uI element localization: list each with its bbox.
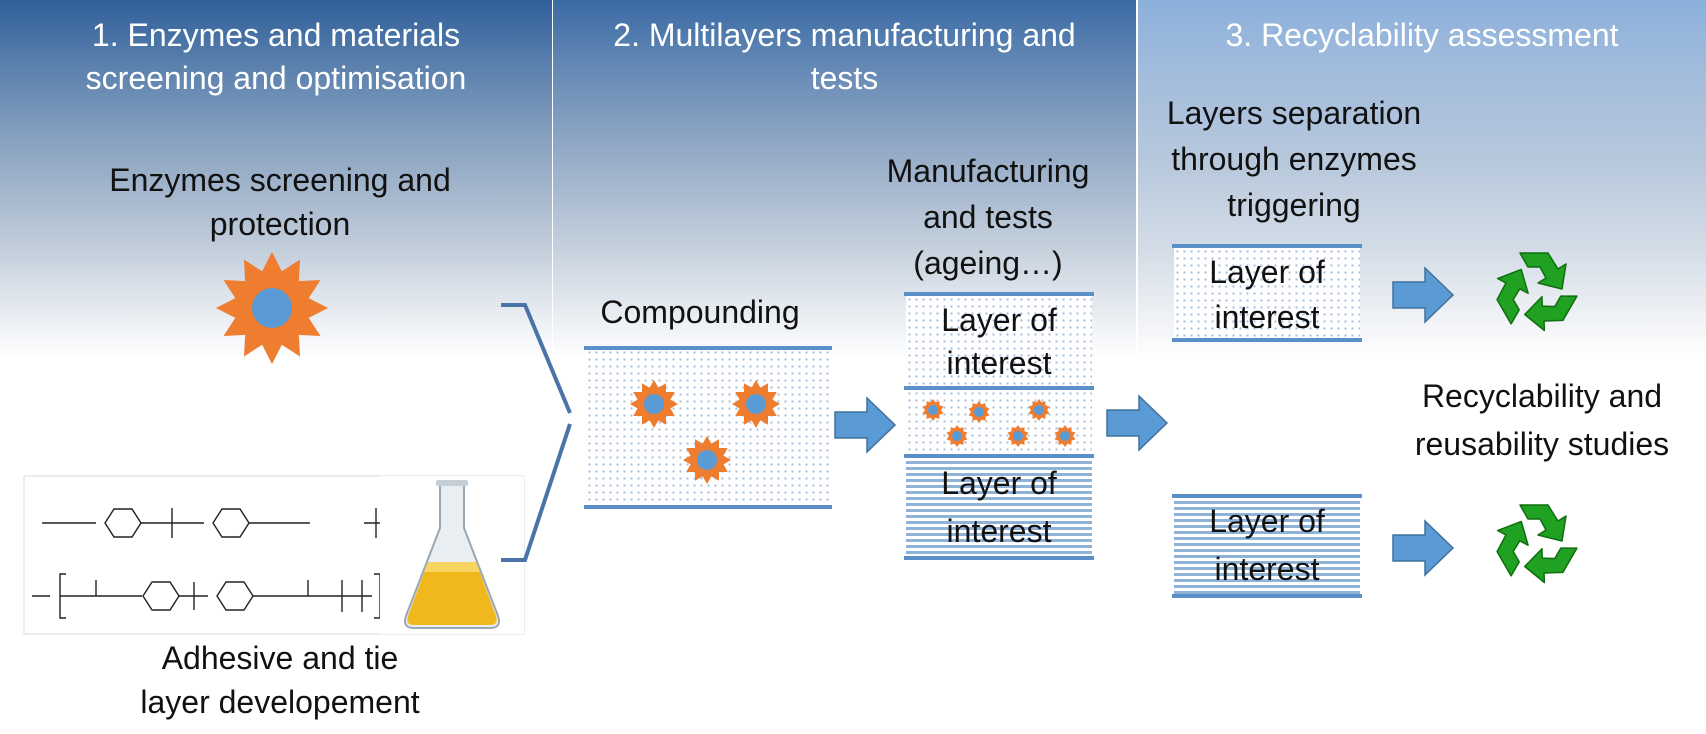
manufacturing-label: Manufacturing and tests (ageing…)	[858, 148, 1118, 286]
enzyme-star-icon	[216, 252, 328, 364]
multilayer-bar	[904, 386, 1094, 390]
arrow-right-icon	[1392, 519, 1455, 577]
layer-label-line1: Layer of	[1209, 254, 1325, 290]
adhesive-label: Adhesive and tie layer developement	[40, 636, 520, 724]
manufacturing-label-line2: and tests	[923, 199, 1053, 235]
layer-label-line1: Layer of	[941, 302, 1057, 338]
header-divider	[1137, 0, 1138, 360]
arrow-right-icon	[1106, 394, 1169, 452]
flask-icon	[380, 476, 524, 634]
layer-label-line1: Layer of	[941, 465, 1057, 501]
adhesive-label-line2: layer developement	[140, 684, 420, 720]
separated-layer-bar	[1172, 244, 1362, 248]
enzyme-star-icon	[1007, 425, 1029, 447]
separated-layer-bar	[1172, 494, 1362, 498]
layer-label-line2: interest	[946, 513, 1052, 549]
recyclability-label: Recyclability and reusability studies	[1378, 372, 1706, 468]
separated-layer-bottom: Layer of interest	[1174, 498, 1360, 594]
stage-2-title: 2. Multilayers manufacturing and tests	[553, 14, 1136, 100]
layer-label-line2: interest	[1214, 551, 1320, 587]
recycle-icon	[1496, 252, 1578, 332]
enzyme-star-icon	[922, 399, 944, 421]
enzymes-label-line1: Enzymes screening and	[109, 162, 451, 198]
stage-3-title: 3. Recyclability assessment	[1138, 14, 1706, 57]
stage-3-title-line1: 3. Recyclability assessment	[1225, 17, 1619, 53]
stage-1-title-line1: 1. Enzymes and materials	[91, 17, 461, 53]
manufacturing-label-line3: (ageing…)	[913, 245, 1063, 281]
separation-label-line3: triggering	[1227, 187, 1361, 223]
multilayer-bottom-layer: Layer of interest	[906, 458, 1092, 558]
enzyme-star-icon	[1054, 425, 1076, 447]
stage-2-title-line2: tests	[810, 60, 879, 96]
enzyme-star-icon	[630, 380, 678, 428]
layer-label-line2: interest	[1214, 299, 1320, 335]
converging-lines	[501, 303, 572, 562]
multilayer-bar	[904, 292, 1094, 296]
multilayer-enzyme-layer	[906, 390, 1092, 456]
enzyme-star-icon	[683, 436, 731, 484]
enzyme-star-icon	[946, 425, 968, 447]
enzymes-label-line2: protection	[209, 206, 351, 242]
multilayer-bar	[904, 454, 1094, 458]
enzyme-star-icon	[968, 401, 990, 423]
compound-top-bar	[584, 346, 832, 350]
stage-1-title-line2: screening and optimisation	[85, 60, 467, 96]
enzymes-label: Enzymes screening and protection	[40, 158, 520, 246]
recycle-arrow	[1496, 520, 1529, 577]
stage-2-title-line1: 2. Multilayers manufacturing and	[613, 17, 1076, 53]
multilayer-top-layer: Layer of interest	[906, 296, 1092, 388]
arrow-right-icon	[1392, 266, 1455, 324]
manufacturing-label-line1: Manufacturing	[886, 153, 1090, 189]
enzyme-star-icon	[1028, 399, 1050, 421]
arrow-right-icon	[834, 396, 897, 454]
recycle-arrow	[1523, 295, 1578, 332]
recycle-arrow	[1519, 504, 1567, 542]
separated-layer-bar	[1172, 338, 1362, 342]
layer-label-line2: interest	[946, 345, 1052, 381]
recycle-arrow	[1523, 547, 1578, 584]
separation-label-line2: through enzymes	[1171, 141, 1417, 177]
enzyme-star-icon	[732, 380, 780, 428]
recyclability-label-line2: reusability studies	[1414, 426, 1670, 462]
adhesive-label-line1: Adhesive and tie	[161, 640, 399, 676]
separated-layer-top: Layer of interest	[1174, 248, 1360, 340]
recycle-icon	[1496, 504, 1578, 584]
recycle-arrow	[1519, 252, 1567, 290]
recyclability-label-line1: Recyclability and	[1421, 378, 1663, 414]
compound-bottom-bar	[584, 505, 832, 509]
multilayer-bar	[904, 556, 1094, 560]
separated-layer-bar	[1172, 594, 1362, 598]
layer-label-line1: Layer of	[1209, 503, 1325, 539]
compounding-label: Compounding	[600, 294, 800, 330]
chemical-formula-figure	[23, 475, 525, 635]
separation-label: Layers separation through enzymes trigge…	[1124, 90, 1464, 228]
header-divider	[552, 0, 553, 360]
separation-label-line1: Layers separation	[1166, 95, 1422, 131]
recycle-arrow	[1496, 268, 1529, 325]
stage-1-title: 1. Enzymes and materials screening and o…	[0, 14, 552, 100]
